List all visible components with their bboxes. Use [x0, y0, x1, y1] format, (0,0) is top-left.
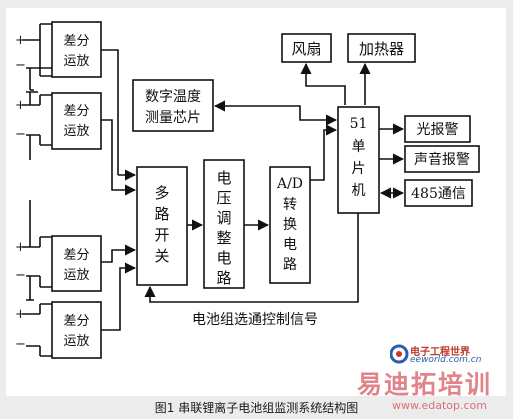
- battery-cell-3-4: [26, 276, 34, 301]
- amp-1-battery-link: [39, 40, 52, 77]
- mux-char-4: 关: [154, 247, 169, 265]
- minus-sign: −: [15, 268, 26, 283]
- sound-alarm-label: 声音报警: [414, 151, 470, 168]
- mcu-line-1: 51: [350, 116, 368, 132]
- adc-line-4: 电: [283, 237, 297, 253]
- amp-group-3: + − 差分 运放: [15, 235, 102, 292]
- diff-amp-3-label-2: 运放: [63, 268, 89, 283]
- figure-caption: 图1 串联锂离子电池组监测系统结构图: [154, 401, 359, 415]
- adc-line-3: 换: [283, 216, 297, 233]
- diff-amp-2-label-1: 差分: [63, 104, 89, 119]
- watermark-domain: eeworld.com.cn: [410, 355, 482, 365]
- amp-group-1: + − 差分 运放: [15, 21, 102, 78]
- mux-char-3: 开: [154, 226, 169, 244]
- adc-line-2: 转: [283, 197, 297, 213]
- voltage-char-4: 整: [216, 229, 231, 247]
- mcu-line-2: 单: [352, 139, 366, 155]
- light-alarm-label: 光报警: [417, 122, 459, 138]
- battery-cell-1-2: [26, 68, 38, 105]
- amp-1-out-line: [101, 49, 119, 175]
- diff-amp-3-label-1: 差分: [63, 248, 89, 263]
- plus-sign: +: [15, 307, 26, 322]
- diff-amp-1-label-2: 运放: [63, 54, 89, 69]
- select-signal-line: [144, 213, 359, 303]
- voltage-char-3: 调: [216, 209, 231, 227]
- amp-4-input-wires: [22, 303, 52, 357]
- diff-amp-4: [51, 301, 102, 359]
- amp-group-2: + − 差分 运放: [15, 92, 102, 150]
- select-signal-label: 电池组选通控制信号: [192, 312, 318, 328]
- voltage-char-1: 电: [216, 169, 231, 187]
- voltage-char-2: 压: [216, 189, 231, 207]
- mcu-line-3: 片: [352, 161, 366, 177]
- mcu-to-fan-line: [300, 62, 346, 105]
- sound-alarm-box: [404, 145, 480, 173]
- diff-amp-1-label-1: 差分: [63, 34, 89, 49]
- plus-sign: +: [15, 33, 26, 48]
- minus-sign: −: [15, 337, 26, 352]
- voltage-char-6: 路: [216, 269, 231, 287]
- diff-amp-2-label-2: 运放: [63, 124, 89, 139]
- temp-chip-mcu-link: [213, 100, 338, 126]
- minus-sign: −: [15, 127, 26, 142]
- voltage-char-5: 电: [216, 249, 231, 267]
- watermark-big-text: 易迪拓培训: [357, 370, 493, 399]
- amp-group-4: + − 差分 运放: [15, 301, 102, 359]
- diff-amp-3: [51, 235, 102, 292]
- amp-3-to-mux-arrow: [101, 244, 137, 263]
- adc-line-5: 路: [283, 257, 297, 273]
- mcu-line-4: 机: [352, 183, 366, 199]
- mcu-box: [337, 106, 380, 214]
- amp-2-input-wires: [22, 94, 52, 146]
- rs485-box: [404, 179, 473, 207]
- amp-3-input-wires: [22, 236, 52, 288]
- watermark-title: 电子工程世界: [410, 347, 470, 358]
- minus-sign: −: [15, 58, 26, 73]
- adc-line-1: A/D: [276, 176, 303, 192]
- eeworld-logo-icon: [390, 344, 409, 364]
- adc-box: [269, 166, 311, 284]
- diff-amp-4-label-1: 差分: [63, 314, 89, 329]
- diff-amp-2: [51, 92, 102, 150]
- heater-box: [347, 33, 416, 63]
- mux-char-2: 路: [154, 205, 169, 223]
- rs485-label: 485通信: [411, 186, 466, 202]
- watermark-url: www.edatop.com: [392, 399, 487, 412]
- adc-to-mcu-arrow: [310, 124, 338, 181]
- plus-sign: +: [15, 98, 26, 113]
- heater-label: 加热器: [359, 40, 404, 58]
- temp-chip-box: [132, 79, 214, 132]
- fan-box: [281, 33, 332, 63]
- temp-chip-label-2: 测量芯片: [145, 110, 201, 126]
- plus-sign: +: [15, 240, 26, 255]
- amp-2-to-mux-arrow: [101, 119, 137, 196]
- amp-4-to-mux-arrow: [101, 262, 137, 331]
- temp-chip-label-1: 数字温度: [145, 89, 201, 105]
- amp-1-input-wires: [22, 23, 52, 69]
- block-diagram: + − 差分 运放 + − 差分 运放 + − 差分 运放 +: [15, 21, 480, 359]
- diff-amp-4-label-2: 运放: [63, 334, 89, 349]
- diff-amp-1: [51, 21, 102, 78]
- light-alarm-box: [404, 115, 471, 143]
- multiplexer-box: [136, 166, 188, 286]
- mux-char-1: 多: [154, 184, 169, 202]
- voltage-conditioning-box: [203, 159, 245, 289]
- fan-label: 风扇: [291, 40, 321, 58]
